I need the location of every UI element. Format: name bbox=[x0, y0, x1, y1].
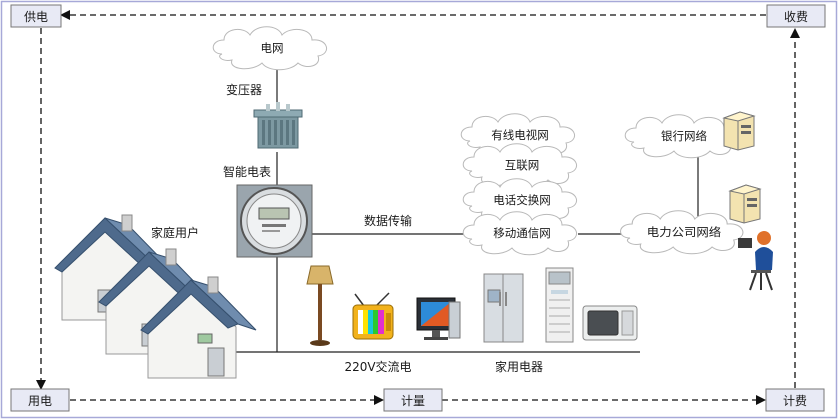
data-transfer-label: 数据传输 bbox=[364, 213, 412, 228]
charge-label: 收费 bbox=[784, 10, 808, 24]
server-icon bbox=[722, 111, 756, 151]
server-icon bbox=[728, 184, 762, 224]
telephone-cloud-label: 电话交换网 bbox=[493, 193, 551, 207]
house-icon bbox=[54, 214, 257, 379]
meter-box: 计量 bbox=[383, 388, 443, 412]
television-icon bbox=[352, 292, 394, 340]
bank-cloud-label: 银行网络 bbox=[661, 129, 707, 143]
smart-meter-label: 智能电表 bbox=[223, 164, 271, 179]
person-at-computer-icon bbox=[738, 231, 773, 291]
charge-box: 收费 bbox=[766, 4, 826, 28]
mobile-cloud-label: 移动通信网 bbox=[493, 226, 551, 240]
power-company-cloud-label: 电力公司网络 bbox=[647, 224, 721, 238]
internet-cloud-label: 互联网 bbox=[505, 158, 540, 172]
bank-cloud: 银行网络 bbox=[624, 114, 740, 159]
microwave-icon bbox=[582, 305, 638, 341]
transformer-label: 变压器 bbox=[226, 82, 262, 97]
household-label: 家庭用户 bbox=[151, 225, 199, 240]
air-conditioner-icon bbox=[545, 267, 574, 343]
grid-cloud-label: 电网 bbox=[261, 41, 284, 55]
power-company-cloud: 电力公司网络 bbox=[619, 210, 744, 255]
supply-box: 供电 bbox=[10, 4, 62, 28]
process-cycle-arrows bbox=[36, 10, 800, 405]
cable-tv-cloud: 有线电视网 bbox=[460, 113, 576, 158]
internet-cloud: 互联网 bbox=[462, 143, 578, 188]
cable-tv-cloud-label: 有线电视网 bbox=[491, 128, 549, 142]
ac-power-label: 220V交流电 bbox=[344, 359, 411, 374]
grid-cloud: 电网 bbox=[212, 26, 328, 71]
use-box: 用电 bbox=[10, 388, 70, 412]
floor-lamp-icon bbox=[306, 265, 334, 346]
bill-label: 计费 bbox=[783, 394, 807, 408]
transformer-icon bbox=[253, 102, 303, 149]
appliances-label: 家用电器 bbox=[495, 359, 543, 374]
telephone-cloud: 电话交换网 bbox=[462, 178, 578, 223]
mobile-cloud: 移动通信网 bbox=[462, 211, 578, 256]
computer-monitor-icon bbox=[416, 297, 461, 340]
meter-label: 计量 bbox=[401, 394, 425, 408]
supply-label: 供电 bbox=[24, 10, 48, 24]
use-label: 用电 bbox=[28, 394, 52, 408]
refrigerator-icon bbox=[483, 273, 524, 343]
smart-meter-icon bbox=[236, 184, 313, 258]
bill-box: 计费 bbox=[765, 388, 825, 412]
